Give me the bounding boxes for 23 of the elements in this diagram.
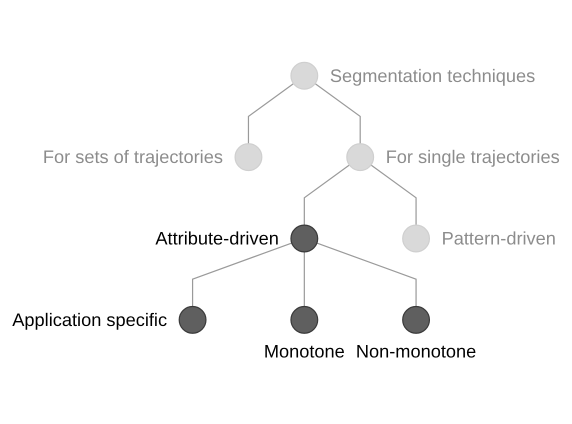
node-caption: For sets of trajectories — [42, 147, 223, 168]
connector-line — [314, 83, 361, 144]
connector-line — [192, 242, 292, 306]
connector-line — [248, 83, 294, 144]
circle-node — [402, 224, 430, 252]
connector-line — [316, 242, 417, 306]
circle-node — [402, 306, 430, 334]
node-caption: For single trajectories — [386, 147, 560, 168]
node-caption: Segmentation techniques — [330, 66, 536, 86]
connector-line — [370, 164, 417, 226]
node-caption: Monotone — [264, 342, 345, 362]
circle-node — [290, 224, 318, 252]
circle-node — [290, 306, 318, 334]
node-caption: Pattern-driven — [442, 228, 556, 249]
connector-line — [304, 252, 305, 306]
node-caption: Attribute-driven — [155, 228, 279, 249]
circle-node — [178, 306, 207, 334]
connector-line — [304, 164, 350, 226]
circle-node — [234, 143, 262, 172]
circle-node — [290, 62, 318, 90]
node-caption: Application specific — [12, 310, 168, 330]
circle-node — [346, 143, 374, 172]
node-caption: Non-monotone — [356, 342, 476, 362]
